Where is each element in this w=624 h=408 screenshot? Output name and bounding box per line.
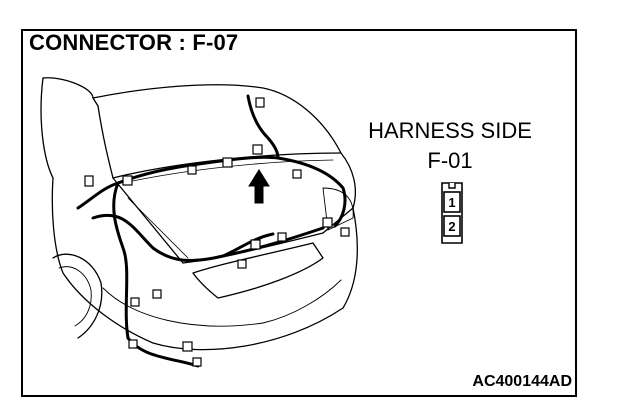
connector-cavity-2	[443, 215, 461, 237]
connector-lock-tab	[448, 183, 456, 189]
reference-code: AC400144AD	[472, 373, 572, 390]
connector-title: CONNECTOR : F-07	[29, 30, 239, 55]
indicator-arrow	[248, 169, 270, 204]
rear-window-top	[92, 84, 342, 154]
pin-number-1: 1	[448, 195, 456, 210]
wheel-arch	[52, 253, 103, 339]
harness-connector-id: F-01	[427, 148, 473, 173]
wiring-harness	[76, 94, 347, 368]
harness-connectors	[84, 97, 350, 367]
rear-corner	[342, 207, 358, 309]
diagram-frame	[21, 29, 577, 397]
tail-light	[322, 187, 354, 231]
connector-face-diagram	[441, 182, 463, 244]
vehicle-trunk-illustration	[40, 77, 358, 368]
harness-side-label: HARNESS SIDE	[368, 118, 532, 143]
connector-block	[84, 175, 94, 187]
trunk-lid-left-edge	[112, 177, 184, 264]
license-plate-recess	[192, 242, 324, 299]
connector-cavity-1	[443, 191, 461, 213]
body-side	[40, 77, 54, 179]
rear-bumper	[51, 177, 344, 351]
rear-window-left	[97, 105, 114, 179]
pin-number-2: 2	[448, 219, 456, 234]
c-pillar-outline	[42, 77, 99, 107]
